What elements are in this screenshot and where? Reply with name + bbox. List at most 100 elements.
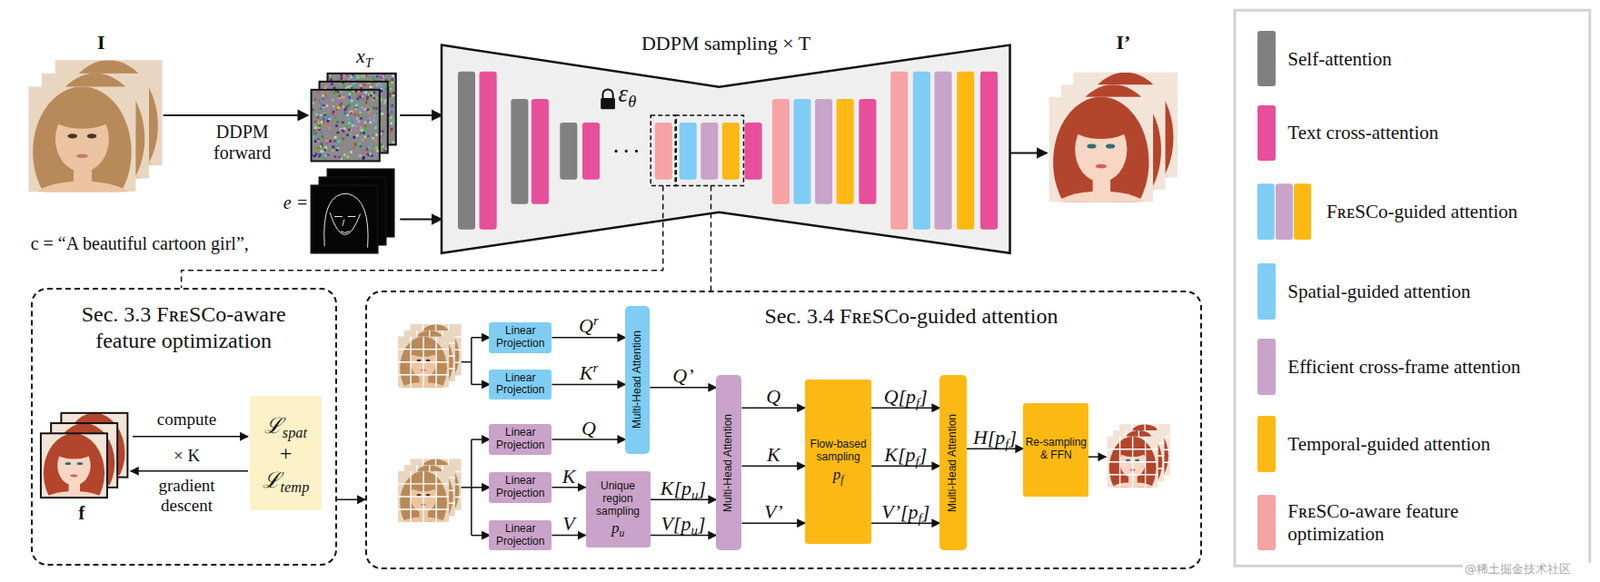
node-text: Multi-Head Attention (631, 330, 644, 429)
edge-label: Qr (578, 314, 599, 338)
node-text: Multi-Head Attention (946, 414, 959, 513)
flow-arrow (471, 535, 490, 537)
layer-bar (655, 122, 673, 180)
edge-label: H[pf] (973, 426, 1017, 449)
node-text: Multi-Head Attention (723, 414, 736, 513)
node-text: Unique region sampling (587, 480, 649, 518)
loss-box: ℒspat + ℒtemp (249, 396, 322, 511)
legend-frame (1234, 9, 1591, 567)
noise-frame (311, 89, 380, 162)
process-box: Linear Projection (488, 369, 552, 401)
edge-label: V’ (764, 500, 784, 524)
watermark: @稀土掘金技术社区 (1462, 563, 1594, 577)
ellipsis-dot (635, 149, 638, 153)
portrait-frame (1049, 97, 1154, 228)
layer-bar (531, 99, 549, 205)
legend-swatch (1257, 416, 1276, 473)
dashed-highlight (675, 115, 744, 186)
node-text: Linear Projection (490, 325, 550, 351)
legend-text: Temporal-guided attention (1287, 433, 1583, 456)
layer-bar (772, 99, 790, 205)
layer-bar (479, 71, 497, 230)
node-text: Linear Projection (490, 523, 550, 549)
flow-arrow (471, 384, 490, 387)
layer-bar (794, 99, 812, 205)
node-text: Re-sampling & FFN (1024, 437, 1087, 463)
attention-bar: Multi-Head Attention (625, 306, 650, 455)
edge-map-frame (311, 185, 378, 253)
layer-bar (722, 122, 740, 180)
flow-arrow (163, 114, 309, 117)
flow-arrow (471, 486, 490, 489)
node-text: pf (833, 466, 845, 485)
layer-bar (814, 99, 833, 205)
annotation-label: xT (345, 44, 385, 68)
layer-bar (679, 122, 697, 180)
legend-swatch (1257, 263, 1276, 320)
layer-bar (913, 71, 931, 230)
process-box: Linear Projection (488, 520, 552, 552)
branch-line (470, 337, 473, 386)
layer-bar (956, 71, 974, 230)
legend-swatch (1257, 30, 1276, 88)
layer-bar (859, 99, 877, 205)
multi-color-swatch (1293, 183, 1312, 240)
node-text: Linear Projection (490, 475, 550, 501)
connector-arrow (337, 499, 366, 502)
layer-bar (582, 122, 600, 180)
flow-arrow (1010, 151, 1047, 154)
edge-label: Q (581, 417, 597, 440)
edge-label: K[pu] (660, 477, 706, 500)
node-text: εθ (618, 79, 637, 109)
flow-arrow (132, 436, 249, 438)
branch-line (461, 486, 472, 489)
node-text: Linear Projection (490, 372, 550, 398)
portrait-frame (397, 337, 449, 401)
process-box: Flow-based samplingpf (804, 379, 872, 545)
legend-swatch (1257, 105, 1276, 162)
edge-label: Q[pf] (884, 385, 928, 408)
multi-color-swatch (1257, 183, 1275, 240)
annotation-label: I’ (1110, 30, 1137, 54)
portrait-frame (1107, 437, 1159, 501)
edge-label: Q (765, 385, 781, 408)
section-panel: Linear ProjectionLinear ProjectionLinear… (365, 290, 1203, 570)
dashed-highlight (651, 115, 677, 186)
edge-label: V’[pf] (881, 500, 930, 524)
flow-arrow (399, 218, 442, 220)
edge-label: V[pu] (660, 512, 706, 536)
layer-bar (836, 99, 855, 205)
flow-arrow (130, 470, 249, 473)
layer-bar (980, 71, 998, 230)
flow-arrow (1087, 456, 1106, 458)
flow-arrow (399, 114, 442, 117)
annotation-label: × K (156, 446, 218, 467)
branch-line (461, 361, 472, 364)
flow-arrow (471, 337, 490, 339)
legend-swatch (1257, 495, 1276, 552)
leader-line (710, 185, 713, 291)
node-text: Sec. 3.3 FʀᴇSCᴏ-aware feature optimizati… (60, 301, 307, 355)
node-text: Sec. 3.4 FʀᴇSCᴏ-guided attention (717, 303, 1106, 330)
leader-line (181, 185, 664, 288)
layer-bar (745, 122, 763, 180)
annotation-label: f (71, 503, 92, 525)
legend-text: Self-attention (1287, 48, 1583, 70)
legend-text: Spatial-guided attention (1287, 280, 1583, 303)
multi-color-swatch (1275, 183, 1293, 240)
annotation-label: e = (263, 192, 309, 214)
process-box: Linear Projection (488, 424, 552, 456)
edge-label: K (562, 465, 577, 488)
portrait-frame (40, 433, 108, 514)
attention-bar: Multi-Head Attention (715, 375, 742, 551)
portrait-frame (397, 471, 449, 536)
node-text: DDPM sampling × T (441, 31, 1011, 55)
attention-bar: Multi-Head Attention (939, 375, 966, 551)
legend-swatch (1257, 338, 1276, 396)
flow-arrow (471, 438, 490, 441)
layer-bar (511, 99, 529, 205)
ellipsis-dot (625, 149, 628, 153)
unet-shape (441, 44, 1011, 253)
node-text: Linear Projection (490, 427, 550, 453)
